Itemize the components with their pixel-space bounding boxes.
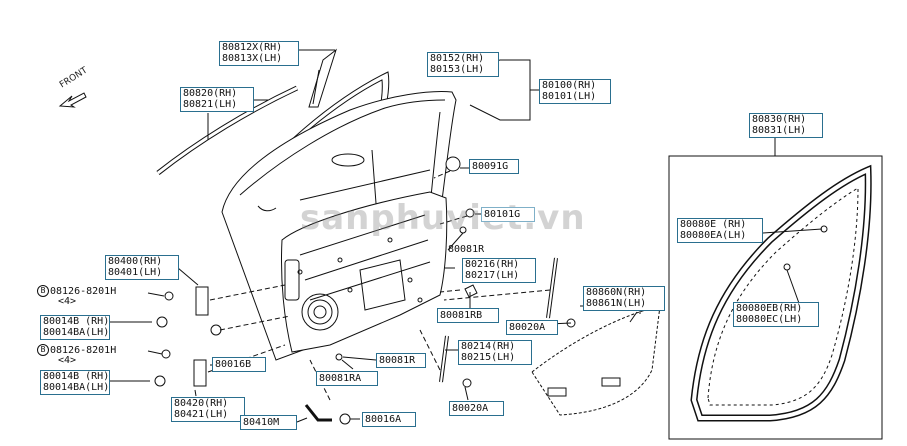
label-80830: 80830(RH)80831(LH) <box>749 113 823 138</box>
label-80420: 80420(RH)80421(LH) <box>171 397 245 422</box>
clip-80101g-part <box>465 208 475 218</box>
label-80214: 80214(RH)80215(LH) <box>458 340 532 365</box>
label-80081r-lower: 80081R <box>376 353 426 368</box>
bolt-symbol-icon: B <box>37 344 49 356</box>
leader-lines <box>108 49 641 423</box>
label-80216: 80216(RH)80217(LH) <box>462 258 536 283</box>
door-inner-panel-part <box>280 191 448 353</box>
label-80152: 80152(RH)80153(LH) <box>427 52 499 77</box>
label-80812x: 80812X(RH)80813X(LH) <box>219 41 299 66</box>
lower-hinge-part <box>154 349 207 387</box>
front-arrow-icon <box>58 92 87 108</box>
label-80860n: 80860N(RH)80861N(LH) <box>583 286 665 311</box>
label-80020a-lower: 80020A <box>449 401 504 416</box>
outer-weatherstrip-part <box>156 85 299 175</box>
label-bolt-upper-qty: <4> <box>58 296 77 307</box>
label-80081ra: 80081RA <box>316 371 378 386</box>
watermark: sanphuviet.vn <box>300 198 586 238</box>
label-80081r-upper: 80081R <box>448 244 485 255</box>
label-80080e: 80080E (RH)80080EA(LH) <box>677 218 763 243</box>
front-sash-channel-part <box>546 257 576 328</box>
label-80820: 80820(RH)80821(LH) <box>180 87 254 112</box>
label-80091g: 80091G <box>469 159 519 174</box>
bolt-symbol-icon: B <box>37 285 49 297</box>
label-bolt-lower-qty: <4> <box>58 355 77 366</box>
door-check-link-part <box>304 404 351 425</box>
label-80410m: 80410M <box>240 415 297 430</box>
rear-sash-channel-part <box>439 335 472 388</box>
inset-panel-border <box>668 155 883 440</box>
corner-trim-part <box>308 48 337 108</box>
label-80080eb: 80080EB(RH)80080EC(LH) <box>733 302 819 327</box>
label-80014b-lower: 80014B (RH)80014BA(LH) <box>40 370 110 395</box>
label-80101g: 80101G <box>481 207 535 222</box>
label-80020a-upper: 80020A <box>506 320 558 335</box>
label-80400: 80400(RH)80401(LH) <box>105 255 179 280</box>
label-80014b-upper: 80014B (RH)80014BA(LH) <box>40 315 110 340</box>
upper-hinge-part <box>156 286 222 336</box>
sealing-screen-part <box>531 305 661 416</box>
door-weatherstrip-part <box>690 164 872 422</box>
label-80016a: 80016A <box>362 412 416 427</box>
grommet-80091g-part <box>445 156 461 172</box>
label-80081rb: 80081RB <box>437 308 499 323</box>
label-80016b: 80016B <box>212 357 266 372</box>
label-80100: 80100(RH)80101(LH) <box>539 79 611 104</box>
